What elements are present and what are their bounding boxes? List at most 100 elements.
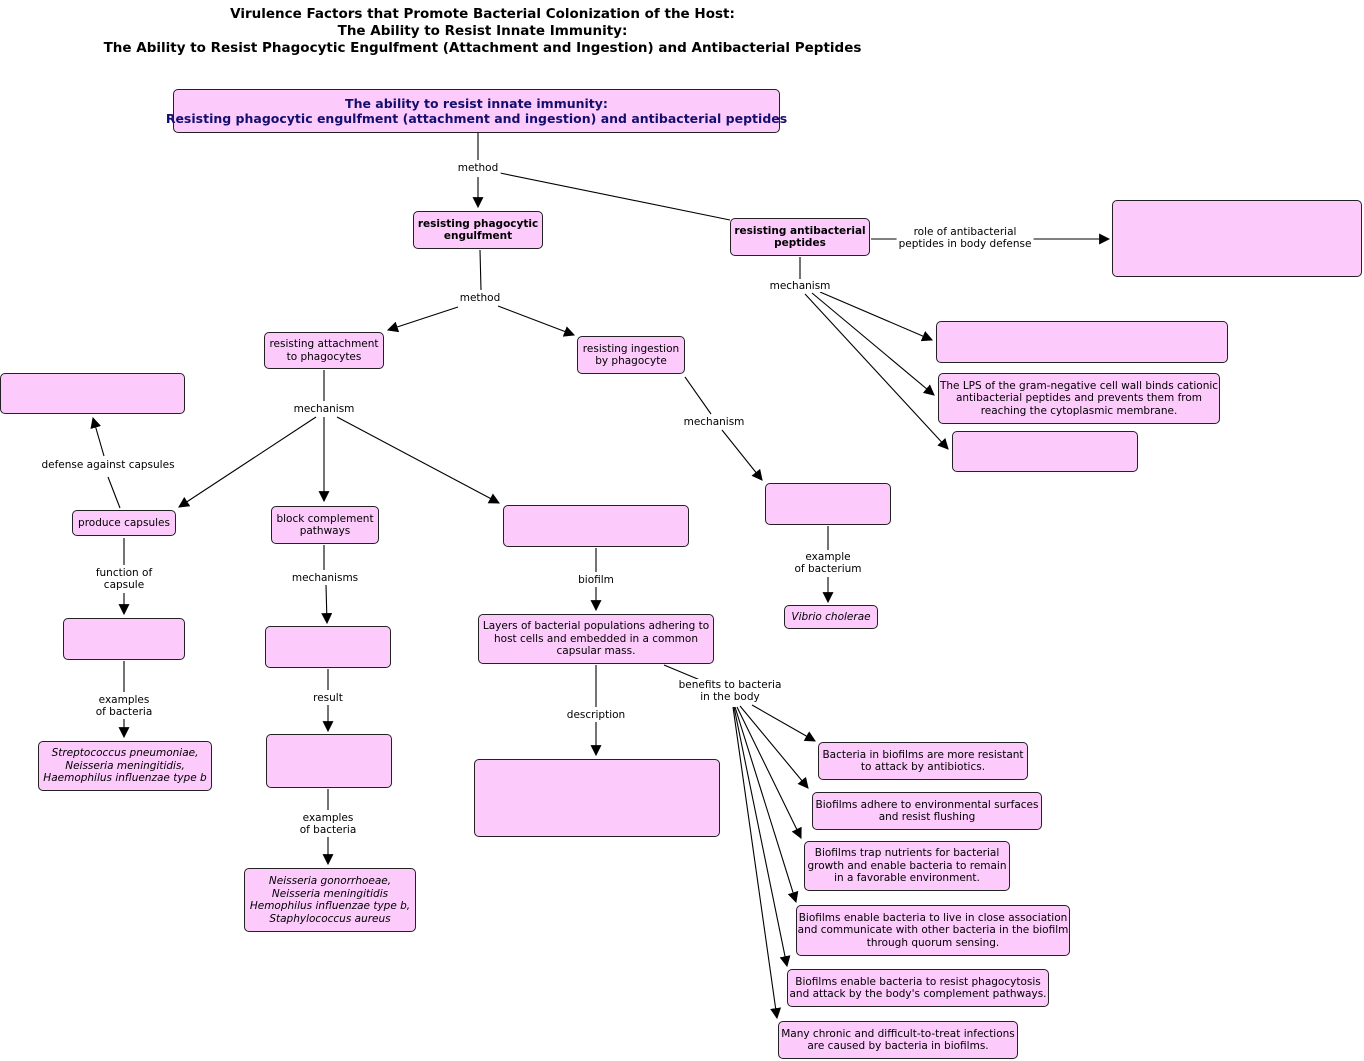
node-text: reaching the cytoplasmic membrane. xyxy=(980,404,1178,417)
peptide-mechanism-node-1[interactable] xyxy=(936,321,1228,363)
node-text: by phagocyte xyxy=(595,355,667,367)
label-text: of bacteria xyxy=(95,706,153,718)
label-text: benefits to bacteria xyxy=(678,679,782,691)
link-label-benefits: benefits to bacteria in the body xyxy=(676,679,784,703)
node-text: resisting antibacterial xyxy=(734,224,866,237)
link-label-function: function of capsule xyxy=(93,567,155,591)
label-text: role of antibacterial xyxy=(913,226,1017,238)
link-label-mechanism: mechanism xyxy=(291,403,357,415)
label-text: function of xyxy=(95,567,153,579)
resisting-antibacterial-peptides-node[interactable]: resisting antibacterial peptides xyxy=(730,218,870,256)
complement-mechanisms-node[interactable] xyxy=(265,626,391,668)
vibrio-cholerae-node[interactable]: Vibrio cholerae xyxy=(784,605,878,629)
diagram-title: Virulence Factors that Promote Bacterial… xyxy=(40,6,925,57)
capsule-examples-node[interactable]: Streptococcus pneumoniae, Neisseria meni… xyxy=(38,741,212,791)
link-label-description: description xyxy=(564,709,628,721)
node-text: Layers of bacterial populations adhering… xyxy=(482,620,710,633)
node-text: host cells and embedded in a common xyxy=(494,632,698,645)
link-label-defense: defense against capsules xyxy=(39,459,177,471)
node-text: Neisseria meningitidis xyxy=(271,887,389,900)
complement-result-node[interactable] xyxy=(266,734,392,788)
resisting-attachment-node[interactable]: resisting attachment to phagocytes xyxy=(264,332,384,369)
node-text: Staphylococcus aureus xyxy=(269,912,391,925)
resisting-ingestion-node[interactable]: resisting ingestion by phagocyte xyxy=(577,336,685,374)
label-text: of bacteria xyxy=(299,824,357,836)
biofilm-definition-node[interactable]: Layers of bacterial populations adhering… xyxy=(478,614,714,664)
node-text: and attack by the body's complement path… xyxy=(789,988,1047,1000)
link-label-biofilm: biofilm xyxy=(576,574,616,586)
capsule-defense-node[interactable] xyxy=(0,373,185,414)
node-text: capsular mass. xyxy=(556,645,636,658)
node-text: antibacterial peptides and prevents them… xyxy=(955,392,1203,405)
node-text: Biofilms adhere to environmental surface… xyxy=(815,798,1039,811)
node-text: Streptococcus pneumoniae, xyxy=(51,747,199,760)
node-text: Neisseria gonorrhoeae, xyxy=(268,875,392,887)
link-label-examples: examples of bacteria xyxy=(93,694,155,718)
node-text: to phagocytes xyxy=(286,350,362,363)
link-label-method: method xyxy=(455,162,501,174)
node-text: resisting ingestion xyxy=(582,342,680,355)
resisting-phagocytic-engulfment-node[interactable]: resisting phagocytic engulfment xyxy=(413,211,543,249)
node-text: through quorum sensing. xyxy=(866,936,1000,949)
node-text: and resist flushing xyxy=(878,811,976,823)
label-text: of bacterium xyxy=(794,563,862,575)
link-label-mechanism: mechanism xyxy=(767,280,833,292)
capsule-function-node[interactable] xyxy=(63,618,185,660)
peptide-mechanism-node-2[interactable]: The LPS of the gram-negative cell wall b… xyxy=(938,373,1220,424)
produce-capsules-node[interactable]: produce capsules xyxy=(72,510,176,536)
node-text: in a favorable environment. xyxy=(834,872,980,885)
label-text: examples xyxy=(302,812,354,824)
root-line-2: Resisting phagocytic engulfment (attachm… xyxy=(165,111,788,126)
label-text: capsule xyxy=(103,579,145,591)
link-label-mechanism: mechanism xyxy=(681,416,747,428)
link-label-mechanisms: mechanisms xyxy=(289,572,361,584)
node-text: peptides xyxy=(774,237,826,249)
node-text: growth and enable bacteria to remain xyxy=(807,859,1007,872)
biofilm-benefit-5[interactable]: Biofilms enable bacteria to resist phago… xyxy=(787,969,1049,1007)
biofilm-benefit-6[interactable]: Many chronic and difficult-to-treat infe… xyxy=(778,1021,1018,1059)
biofilm-description-node[interactable] xyxy=(474,759,720,837)
link-label-example: example of bacterium xyxy=(792,551,864,575)
root-line-1: The ability to resist innate immunity: xyxy=(345,96,608,111)
node-text: and communicate with other bacteria in t… xyxy=(797,924,1069,937)
node-text: Biofilms enable bacteria to resist phago… xyxy=(795,975,1041,988)
root-concept[interactable]: The ability to resist innate immunity: R… xyxy=(166,89,787,133)
node-text: resisting phagocytic xyxy=(417,217,539,230)
title-line-1: Virulence Factors that Promote Bacterial… xyxy=(230,6,735,22)
label-text: in the body xyxy=(700,691,760,703)
label-text: peptides in body defense xyxy=(898,238,1032,250)
attachment-mechanism-node-3[interactable] xyxy=(503,505,689,547)
biofilm-benefit-4[interactable]: Biofilms enable bacteria to live in clos… xyxy=(796,905,1070,956)
label-text: example xyxy=(805,551,851,563)
node-text: Bacteria in biofilms are more resistant xyxy=(822,748,1024,761)
block-complement-node[interactable]: block complement pathways xyxy=(271,506,379,544)
peptide-role-node[interactable] xyxy=(1112,200,1362,277)
link-label-examples: examples of bacteria xyxy=(297,812,359,836)
node-text: to attack by antibiotics. xyxy=(860,761,986,773)
link-label-result: result xyxy=(311,692,345,704)
node-text: Biofilms trap nutrients for bacterial xyxy=(814,847,1000,860)
biofilm-benefit-3[interactable]: Biofilms trap nutrients for bacterial gr… xyxy=(804,841,1010,891)
node-text: Neisseria meningitidis, xyxy=(65,759,185,772)
node-text: are caused by bacteria in biofilms. xyxy=(807,1040,989,1052)
node-text: pathways xyxy=(299,525,351,537)
label-text: examples xyxy=(98,694,150,706)
node-text: block complement xyxy=(276,512,374,525)
node-text: The LPS of the gram-negative cell wall b… xyxy=(939,379,1219,392)
biofilm-benefit-1[interactable]: Bacteria in biofilms are more resistant … xyxy=(818,742,1028,780)
link-label-role: role of antibacterial peptides in body d… xyxy=(896,226,1034,250)
node-text: resisting attachment xyxy=(269,338,379,350)
title-line-2: The Ability to Resist Innate Immunity: xyxy=(337,23,628,39)
biofilm-benefit-2[interactable]: Biofilms adhere to environmental surface… xyxy=(812,792,1042,830)
node-text: engulfment xyxy=(443,230,513,242)
title-line-3: The Ability to Resist Phagocytic Engulfm… xyxy=(103,40,862,56)
peptide-mechanism-node-3[interactable] xyxy=(952,431,1138,472)
node-text: Many chronic and difficult-to-treat infe… xyxy=(781,1027,1015,1040)
link-label-method: method xyxy=(457,292,503,304)
node-text: Haemophilus influenzae type b xyxy=(43,772,207,785)
complement-examples-node[interactable]: Neisseria gonorrhoeae, Neisseria meningi… xyxy=(244,868,416,932)
node-text: Hemophilus influenzae type b, xyxy=(249,900,411,912)
node-text: Biofilms enable bacteria to live in clos… xyxy=(798,911,1068,924)
ingestion-mechanism-node[interactable] xyxy=(765,483,891,525)
